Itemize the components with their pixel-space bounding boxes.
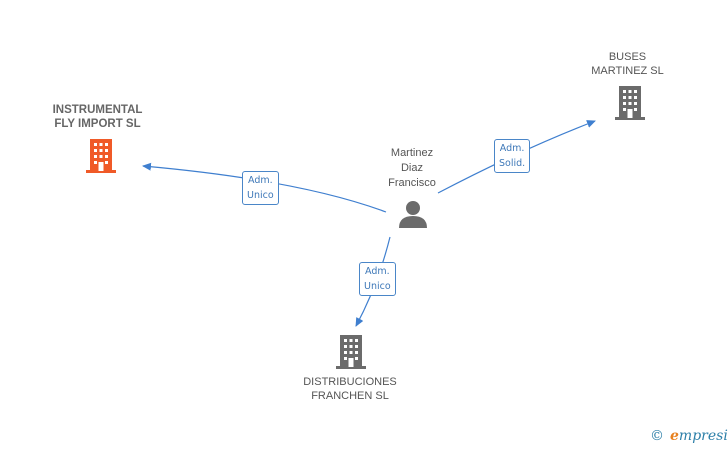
- person-icon[interactable]: [398, 199, 428, 229]
- node-label-distribuciones: DISTRIBUCIONES FRANCHEN SL: [303, 376, 397, 402]
- edge-label-buses[interactable]: Adm. Solid.: [494, 139, 531, 173]
- edge-label-distribuciones[interactable]: Adm. Unico: [359, 262, 396, 296]
- copyright-symbol: ©: [650, 428, 664, 444]
- node-label-instrumental: INSTRUMENTAL FLY IMPORT SL: [52, 104, 143, 130]
- edge-to-instrumental: [142, 162, 387, 213]
- node-label-person: Martinez Diaz Francisco: [388, 147, 436, 189]
- edge-label-instrumental[interactable]: Adm. Unico: [242, 171, 279, 205]
- empresia-logo: ©empresia: [650, 428, 728, 444]
- building-icon-buses[interactable]: [614, 85, 646, 121]
- building-icon-distribuciones[interactable]: [335, 334, 367, 370]
- node-label-buses: BUSES MARTINEZ SL: [591, 51, 664, 77]
- building-icon-instrumental[interactable]: [85, 138, 117, 174]
